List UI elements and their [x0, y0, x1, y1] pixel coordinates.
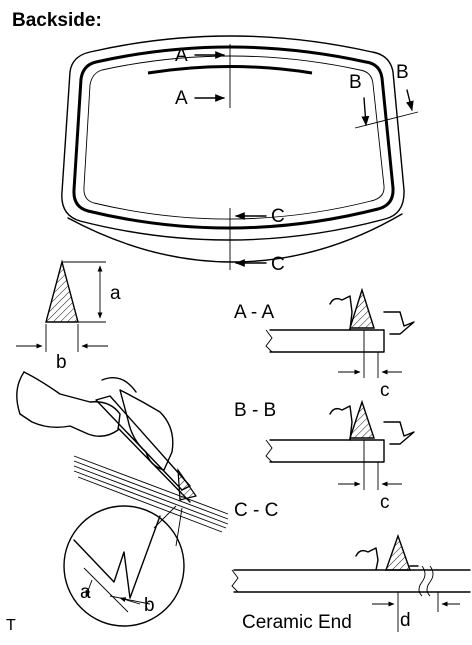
- page-title: Backside:: [12, 10, 102, 31]
- dim-b-label: b: [56, 352, 67, 373]
- nozzle-detail-circle: a b: [63, 505, 185, 627]
- bead-profile: a b: [16, 259, 121, 373]
- section-bb-label: B - B: [234, 400, 276, 421]
- section-cc: C - C Ceramic End d: [231, 500, 471, 633]
- section-a-top-label: A: [175, 45, 188, 66]
- section-c-bottom-label: C: [271, 254, 285, 275]
- detail-b-label: b: [144, 595, 155, 616]
- section-b-right-label: B: [396, 62, 409, 83]
- dim-a-label: a: [110, 283, 121, 304]
- applicator-illustration: [16, 371, 229, 547]
- dim-d-label: d: [400, 610, 411, 631]
- ceramic-end-label: Ceramic End: [242, 612, 352, 633]
- section-b-marker: B B: [349, 62, 419, 129]
- windshield-outline: [61, 35, 405, 263]
- section-cc-label: C - C: [234, 500, 278, 521]
- section-aa: A - A c: [234, 287, 415, 401]
- dim-c-aa-label: c: [380, 380, 390, 401]
- section-c-marker: C C: [229, 206, 285, 275]
- dim-c-bb-label: c: [380, 492, 390, 513]
- section-a-bottom-label: A: [175, 88, 188, 109]
- corner-mark: T: [6, 617, 16, 634]
- section-c-top-label: C: [271, 206, 285, 227]
- detail-a-label: a: [80, 582, 91, 603]
- section-aa-label: A - A: [234, 302, 274, 323]
- section-bb: B - B c: [234, 399, 415, 513]
- section-a-marker: A A: [175, 44, 231, 109]
- section-b-left-label: B: [349, 72, 362, 93]
